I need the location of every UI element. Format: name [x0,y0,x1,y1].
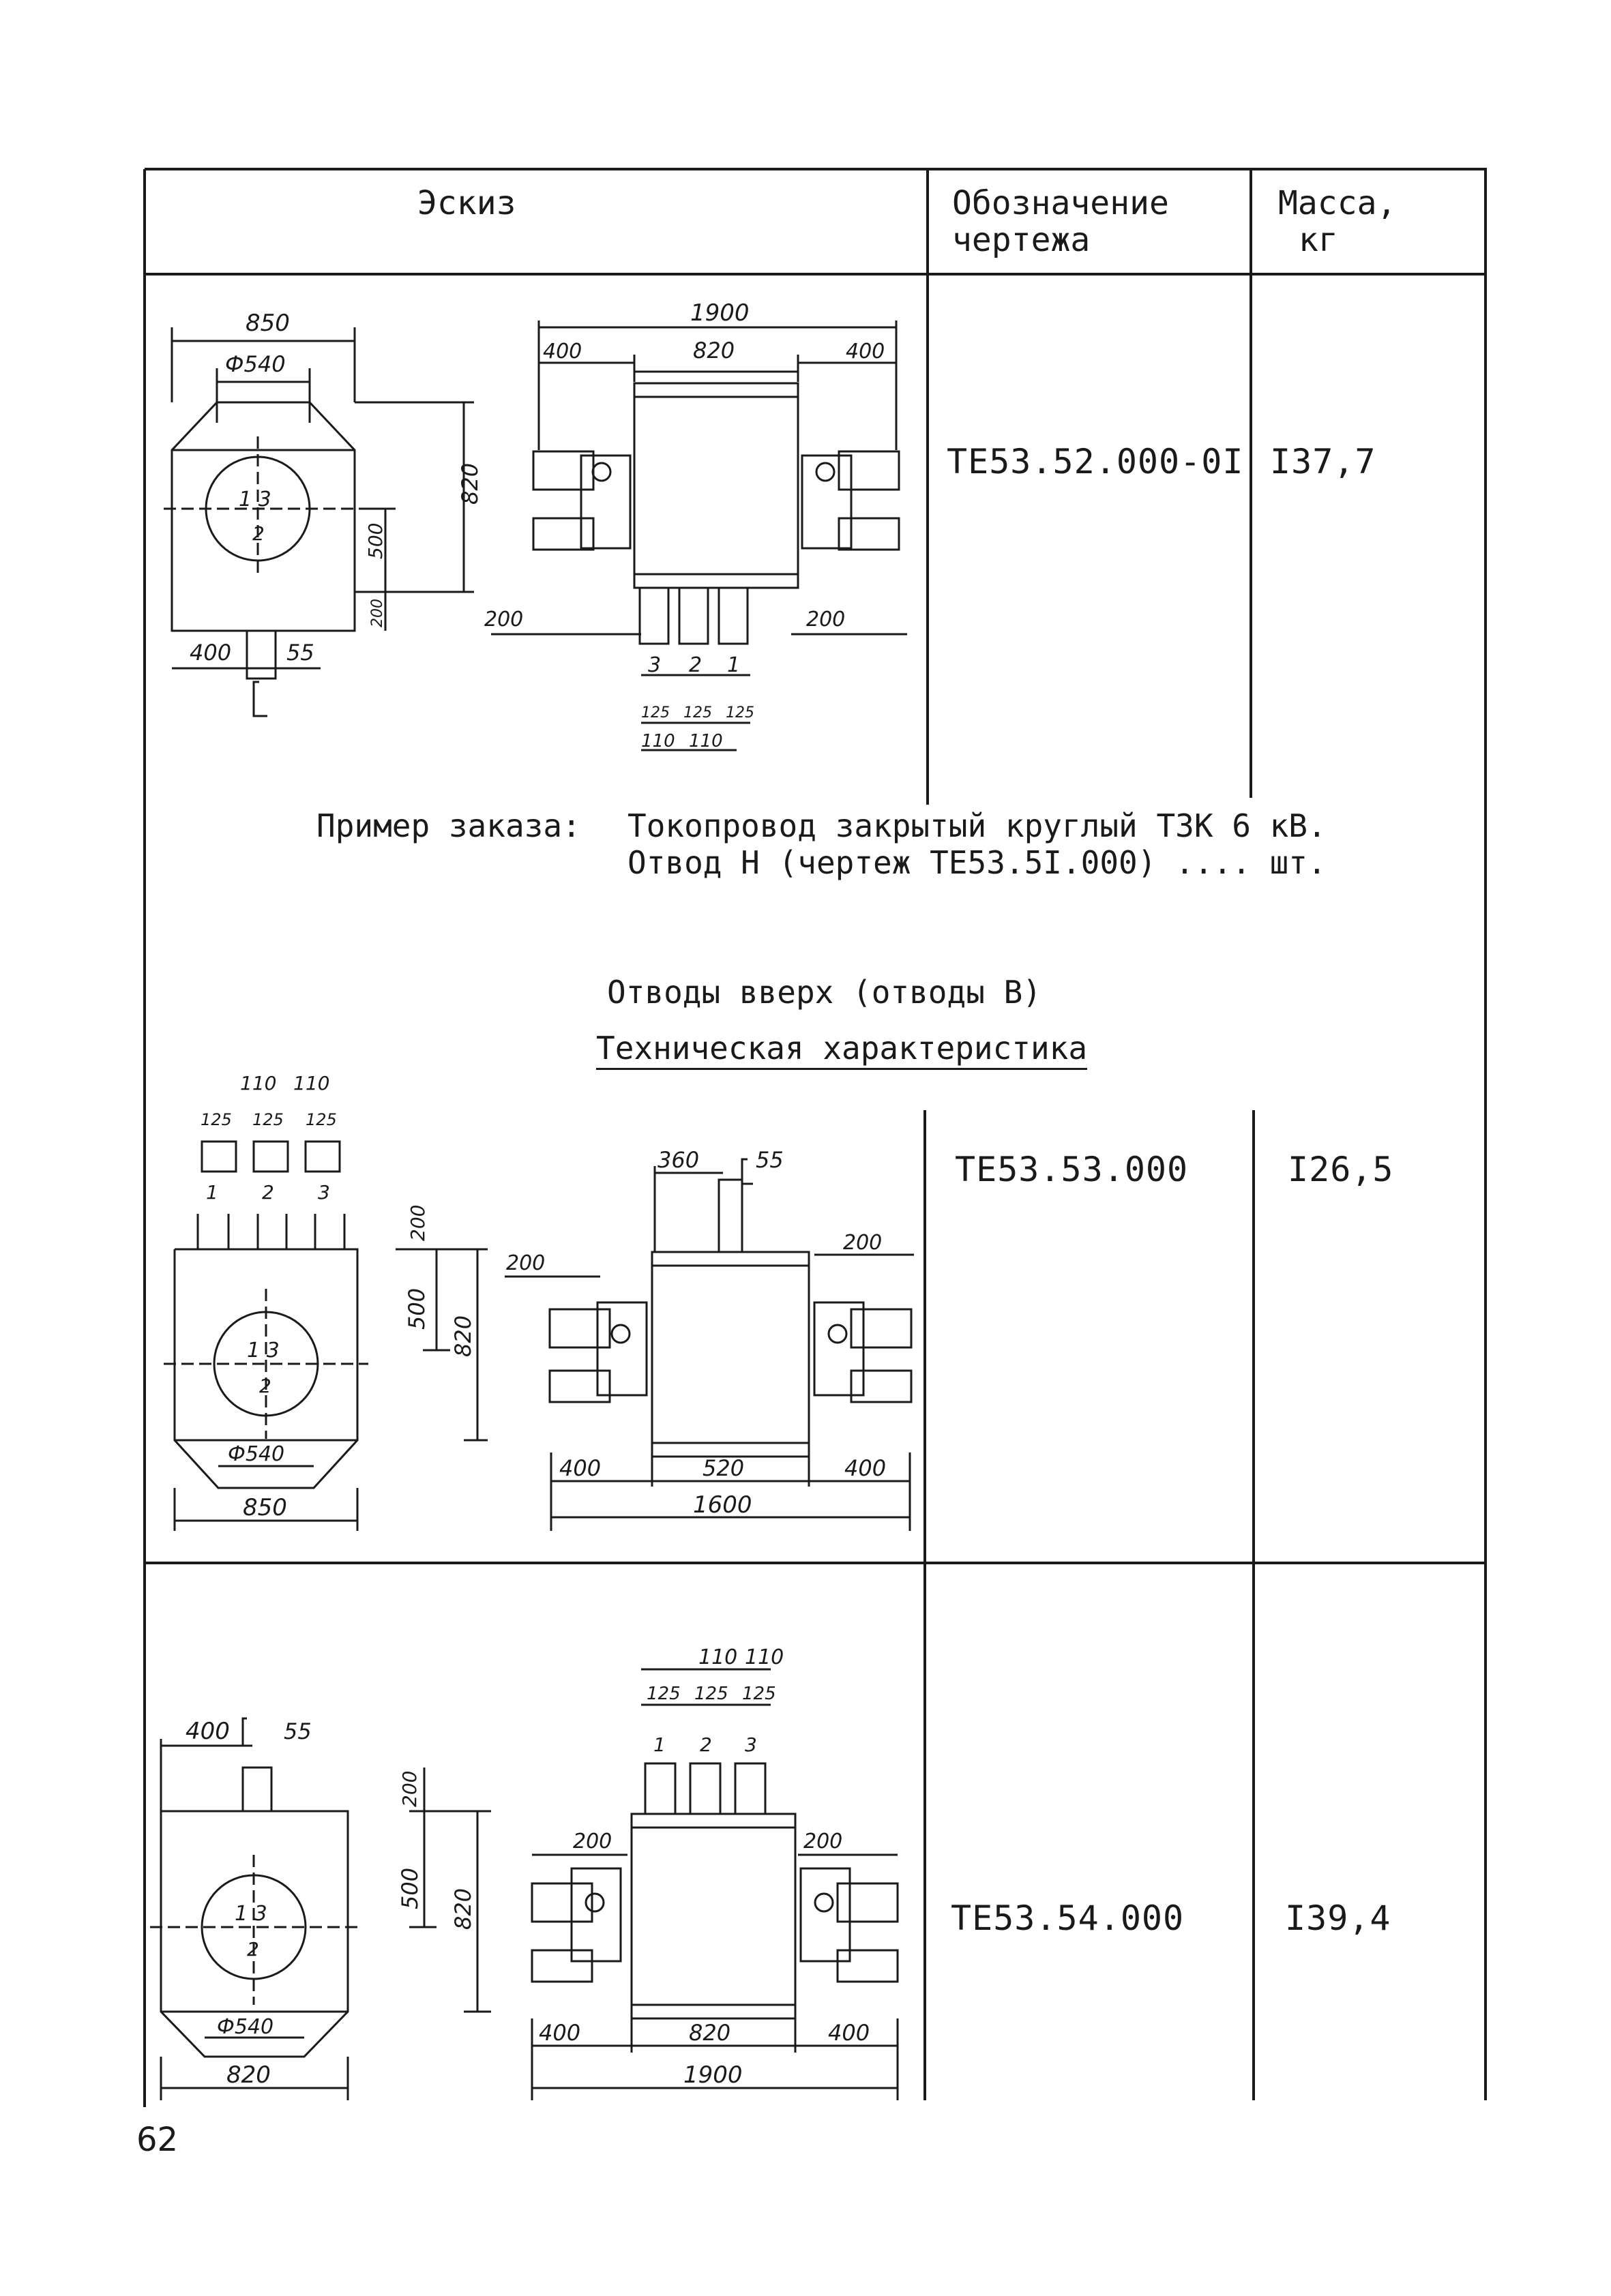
order-example-line1: Токопровод закрытый круглый ТЗК 6 кВ. [627,807,1327,844]
order-example-line2: Отвод Н (чертеж ТЕ53.5I.000) .... шт. [627,844,1327,881]
row3-mass: I39,4 [1285,1898,1391,1938]
page-number: 62 [136,2121,179,2159]
header-mass-line1: Масса, [1278,184,1397,222]
row3-designation: ТЕ53.54.000 [951,1898,1185,1938]
header-sketch: Эскиз [417,184,516,222]
header-designation-line2: чертежа [952,221,1091,259]
order-example-label: Пример заказа: [316,807,581,844]
header-designation-line1: Обозначение [952,184,1169,222]
row2-mass: I26,5 [1288,1150,1394,1189]
header-mass-line2: кг [1299,221,1338,259]
section-subtitle: Техническая характеристика [596,1030,1088,1070]
section-title: Отводы вверх (отводы В) [607,974,1041,1011]
row1-designation: ТЕ53.52.000-0I [947,442,1244,481]
row1-mass: I37,7 [1270,442,1376,481]
row2-designation: ТЕ53.53.000 [955,1150,1189,1189]
